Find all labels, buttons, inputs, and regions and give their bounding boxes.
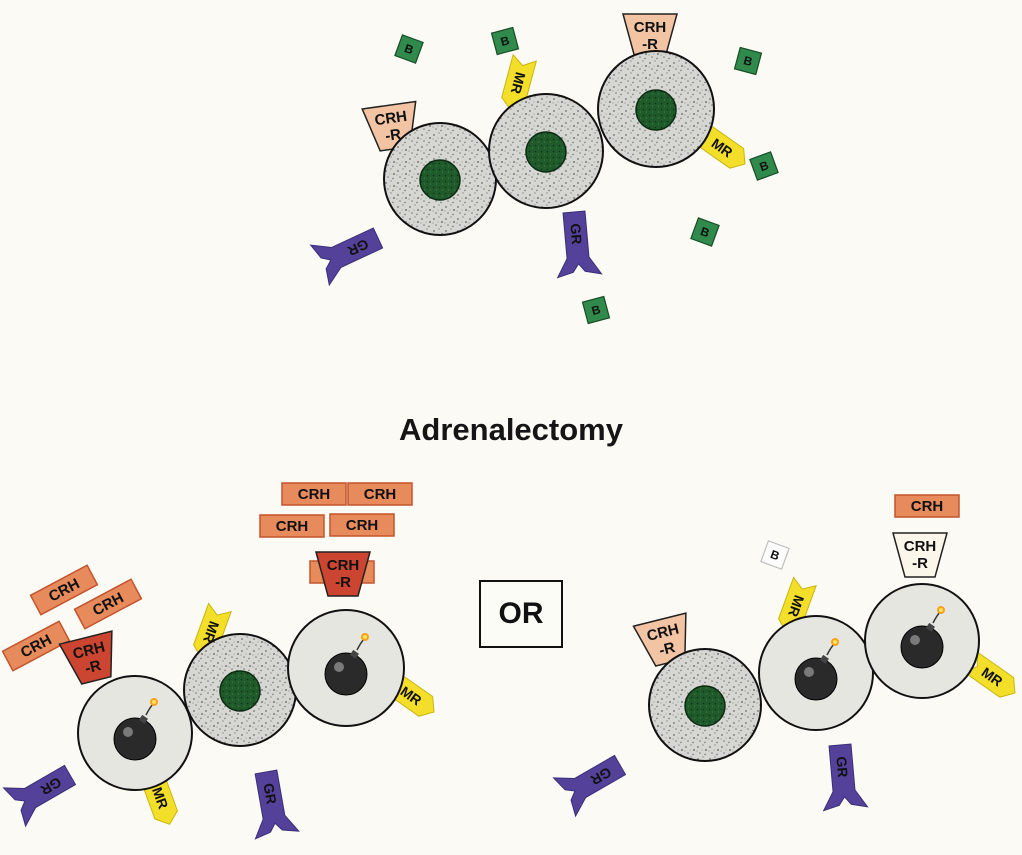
crh-block: CRH (260, 515, 324, 537)
nucleus (420, 160, 460, 200)
granule-cell (384, 123, 496, 235)
b-hormone: B (735, 48, 762, 75)
crh-r-label: CRH (634, 19, 667, 36)
b-hormone: B (395, 35, 423, 63)
crh-r-receptor-upregulated: CRH-R (316, 552, 370, 596)
crh-block: CRH (282, 483, 346, 505)
granule-cell (184, 634, 296, 746)
gr-receptor: GR (818, 743, 867, 811)
granule-cell (649, 649, 761, 761)
crh-label: CRH (346, 517, 379, 534)
crh-label: CRH (276, 518, 309, 535)
crh-r-label: CRH (904, 538, 937, 555)
granule-cell (598, 51, 714, 167)
crh-block: CRH (330, 514, 394, 536)
nucleus (685, 686, 725, 726)
nucleus (636, 90, 676, 130)
gr-receptor: GR (552, 210, 601, 278)
dying-granule-cell (759, 616, 873, 730)
dying-granule-cell (288, 610, 404, 726)
crh-label: CRH (911, 498, 944, 515)
b-hormone: B (750, 152, 778, 180)
faded-b-hormone: B (761, 541, 789, 569)
crh-r-label: -R (912, 555, 928, 572)
diagram-title: Adrenalectomy (0, 412, 1022, 448)
b-hormone: B (583, 297, 610, 324)
nucleus (526, 132, 566, 172)
gr-label: GR (833, 756, 851, 778)
crh-block: CRH (895, 495, 959, 517)
gr-label: GR (567, 223, 585, 245)
crh-block: CRH (348, 483, 412, 505)
dying-granule-cell (865, 584, 979, 698)
crh-r-label: -R (335, 574, 351, 591)
crh-r-receptor: CRH-R (893, 533, 947, 577)
gr-receptor: GR (244, 768, 298, 839)
b-hormone: B (691, 218, 719, 246)
b-hormone: B (492, 28, 519, 55)
dying-granule-cell (78, 676, 192, 790)
or-box: OR (479, 580, 563, 648)
nucleus (220, 671, 260, 711)
gr-receptor: GR (311, 218, 388, 285)
crh-r-label: CRH (327, 557, 360, 574)
crh-block: CRH (3, 621, 70, 670)
gr-receptor: GR (4, 756, 81, 826)
crh-label: CRH (364, 486, 397, 503)
granule-cell (489, 94, 603, 208)
crh-label: CRH (298, 486, 331, 503)
gr-receptor: GR (554, 746, 631, 816)
